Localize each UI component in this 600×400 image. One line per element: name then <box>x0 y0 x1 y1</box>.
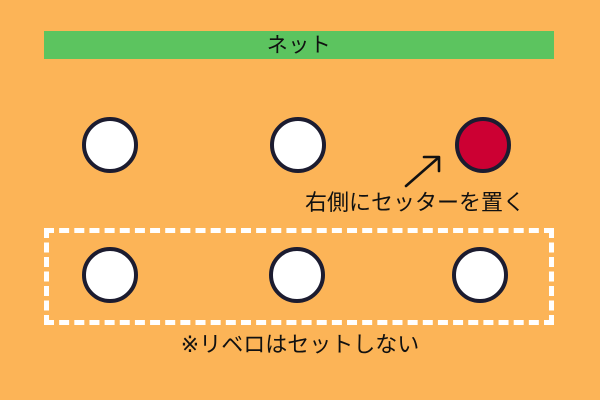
back-row-player-center <box>269 247 325 303</box>
front-row-player-center <box>270 117 326 173</box>
back-row-player-left <box>82 247 138 303</box>
net-bar: ネット <box>44 31 554 59</box>
front-row-setter-right <box>455 117 511 173</box>
arrow-up-right-icon <box>400 152 446 192</box>
libero-note: ※リベロはセットしない <box>180 333 420 358</box>
setter-placement-note: 右側にセッターを置く <box>304 191 525 216</box>
net-label: ネット <box>266 32 332 57</box>
back-row-zone <box>44 228 554 325</box>
front-row-player-left <box>82 117 138 173</box>
back-row-player-right <box>452 247 508 303</box>
